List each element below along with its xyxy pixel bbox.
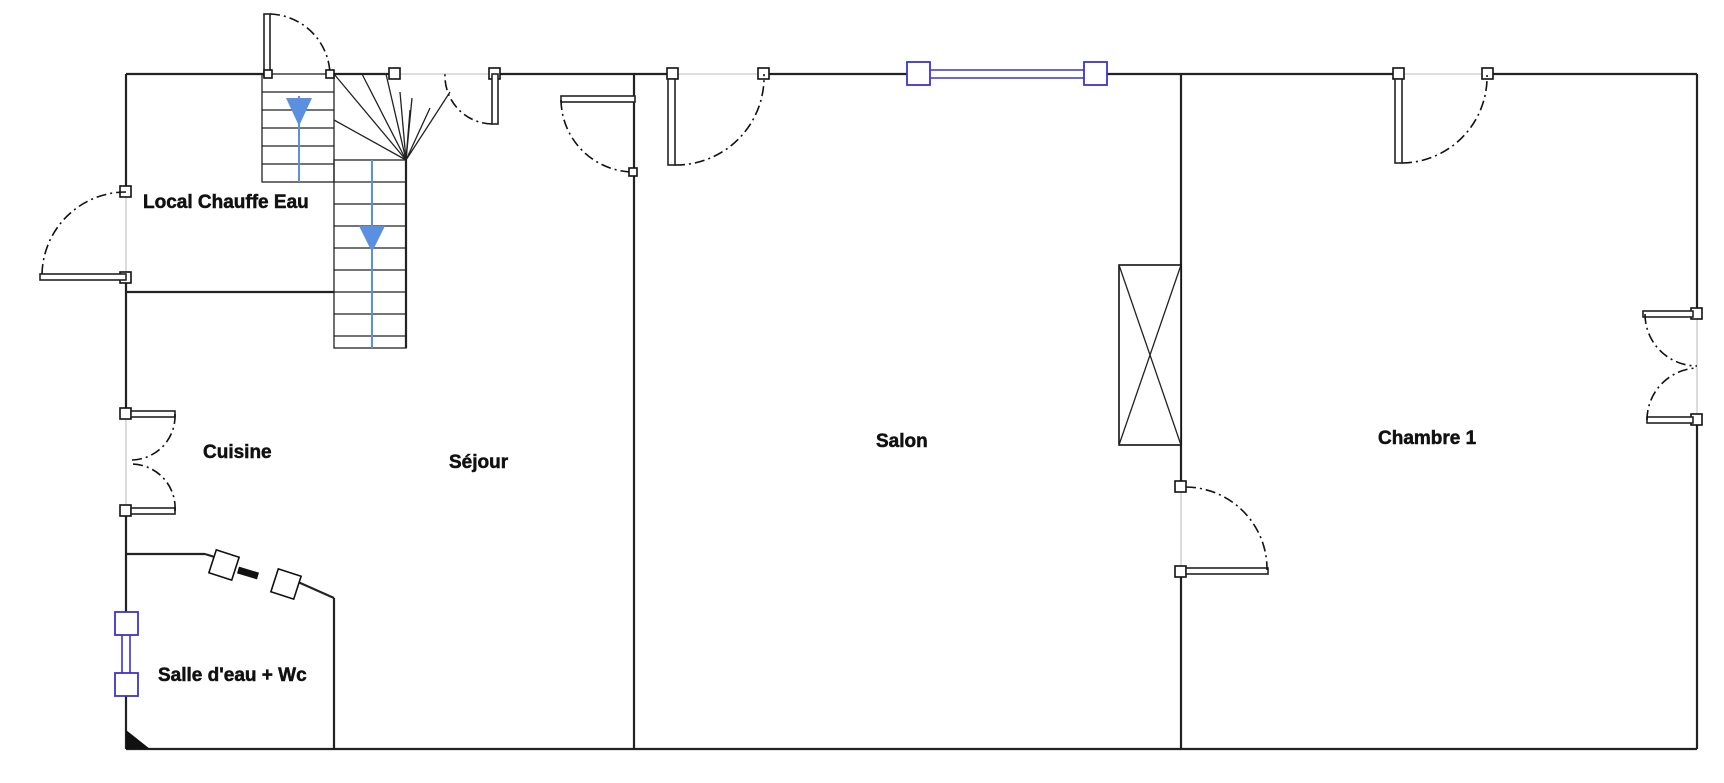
room-labels: Local Chauffe Eau Cuisine Séjour Salon C… [143, 192, 1477, 687]
wall-sde-top-c [297, 580, 335, 600]
stair-winder [333, 73, 407, 161]
door-swing-icon [388, 67, 501, 125]
room-label-sejour: Séjour [449, 452, 509, 473]
room-label-cuisine: Cuisine [203, 442, 272, 463]
windows [114, 61, 1108, 697]
door-swing-icon [119, 407, 176, 517]
room-label-chambre-1: Chambre 1 [1378, 428, 1477, 449]
door-swing-icon [666, 67, 770, 166]
stair-winder [405, 109, 411, 161]
window-icon [114, 611, 139, 697]
corner-fixture-icon [126, 730, 150, 749]
window-icon [906, 61, 1108, 86]
door-swing-icon [1642, 307, 1703, 426]
stair-winder [405, 107, 431, 161]
room-label-salon: Salon [876, 431, 928, 452]
staircase [261, 73, 451, 349]
door-swing-icon [1174, 480, 1269, 578]
stair-winder [361, 73, 407, 161]
door-swing-icon [1392, 67, 1494, 164]
stair-winder [333, 119, 407, 161]
stair-arrow-icon [359, 226, 385, 252]
walls [124, 72, 1699, 751]
doors [39, 13, 1703, 578]
door-swing-icon [560, 95, 638, 177]
door-swing-icon [263, 13, 335, 79]
stair-lower-flight [333, 159, 407, 349]
stair-winder [399, 91, 407, 161]
stair-winder [385, 73, 407, 161]
chimney-duct-icon [1118, 264, 1182, 446]
stair-arrow-icon [286, 98, 312, 126]
stair-winder [405, 91, 451, 161]
room-label-local-chauffe-eau: Local Chauffe Eau [143, 192, 309, 213]
room-label-salle-eau-wc: Salle d'eau + Wc [158, 665, 307, 686]
door-swing-icon [39, 185, 132, 284]
sliding-door-icon [207, 548, 303, 601]
